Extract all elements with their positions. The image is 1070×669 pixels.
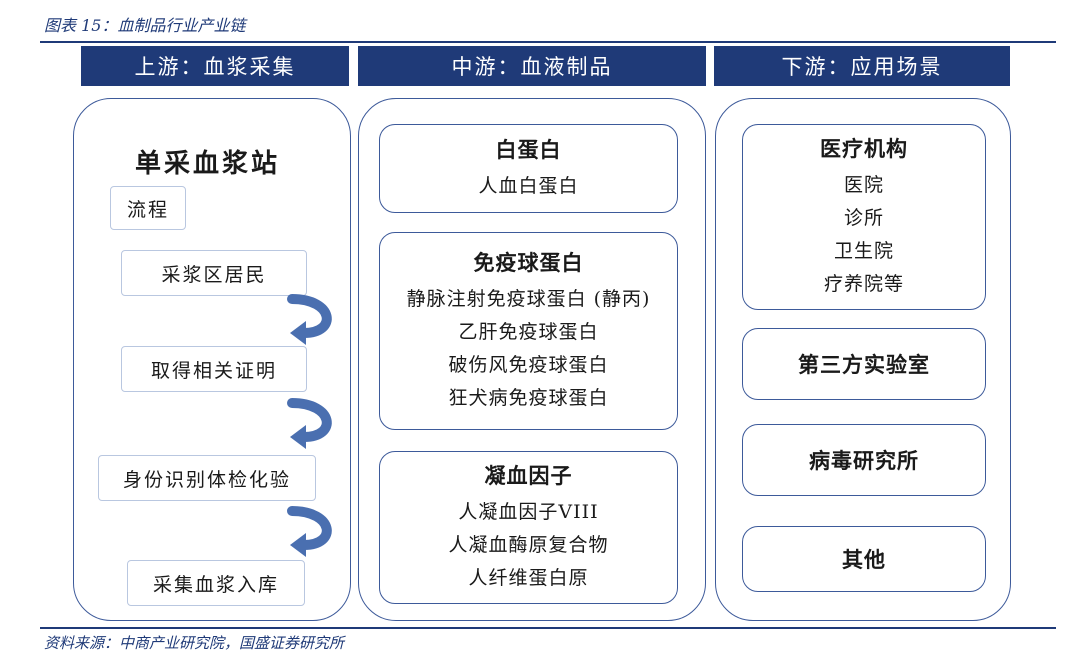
albumin-box: 白蛋白 人血白蛋白	[379, 124, 678, 213]
virus-institute-box: 病毒研究所	[742, 424, 986, 496]
step-4: 采集血浆入库	[127, 560, 305, 606]
medical-institution-item: 医院	[843, 174, 884, 196]
coagulation-factor-title: 凝血因子	[484, 463, 573, 488]
albumin-title: 白蛋白	[495, 137, 562, 162]
step-1: 采浆区居民	[121, 250, 307, 296]
immunoglobulin-item: 静脉注射免疫球蛋白 (静丙)	[406, 288, 651, 310]
step-2: 取得相关证明	[121, 346, 307, 392]
top-rule	[40, 41, 1056, 43]
virus-institute-label: 病毒研究所	[809, 448, 919, 473]
coagulation-factor-item: 人纤维蛋白原	[468, 567, 589, 589]
step-3: 身份识别体检化验	[98, 455, 316, 501]
medical-institutions-title: 医疗机构	[820, 136, 908, 161]
coagulation-factor-item: 人凝血酶原复合物	[448, 534, 609, 556]
third-party-lab-label: 第三方实验室	[798, 352, 930, 377]
curved-arrow-icon	[287, 506, 332, 557]
medical-institution-item: 卫生院	[833, 240, 894, 262]
immunoglobulin-item: 破伤风免疫球蛋白	[448, 354, 609, 376]
curved-arrow-icon	[287, 294, 332, 345]
medical-institutions-box: 医疗机构 医院 诊所 卫生院 疗养院等	[742, 124, 986, 310]
medical-institution-item: 疗养院等	[823, 273, 904, 295]
others-label: 其他	[842, 547, 886, 572]
immunoglobulin-title: 免疫球蛋白	[473, 250, 584, 275]
coagulation-factor-item: 人凝血因子VIII	[458, 501, 599, 523]
header-upstream: 上游：血浆采集	[81, 46, 349, 86]
coagulation-factor-box: 凝血因子 人凝血因子VIII 人凝血酶原复合物 人纤维蛋白原	[379, 451, 678, 604]
header-midstream: 中游：血液制品	[358, 46, 706, 86]
curved-arrow-icon	[287, 398, 332, 449]
figure-caption: 图表 15：血制品行业产业链	[44, 16, 246, 35]
albumin-item: 人血白蛋白	[478, 175, 579, 197]
bottom-rule	[40, 627, 1056, 629]
flow-label: 流程	[110, 186, 186, 230]
immunoglobulin-item: 乙肝免疫球蛋白	[458, 321, 599, 343]
immunoglobulin-item: 狂犬病免疫球蛋白	[448, 387, 609, 409]
header-downstream: 下游：应用场景	[714, 46, 1010, 86]
others-box: 其他	[742, 526, 986, 592]
third-party-lab-box: 第三方实验室	[742, 328, 986, 400]
station-title: 单采血浆站	[135, 149, 281, 179]
immunoglobulin-box: 免疫球蛋白 静脉注射免疫球蛋白 (静丙) 乙肝免疫球蛋白 破伤风免疫球蛋白 狂犬…	[379, 232, 678, 430]
source-note: 资料来源：中商产业研究院，国盛证券研究所	[44, 634, 345, 652]
medical-institution-item: 诊所	[843, 207, 884, 229]
